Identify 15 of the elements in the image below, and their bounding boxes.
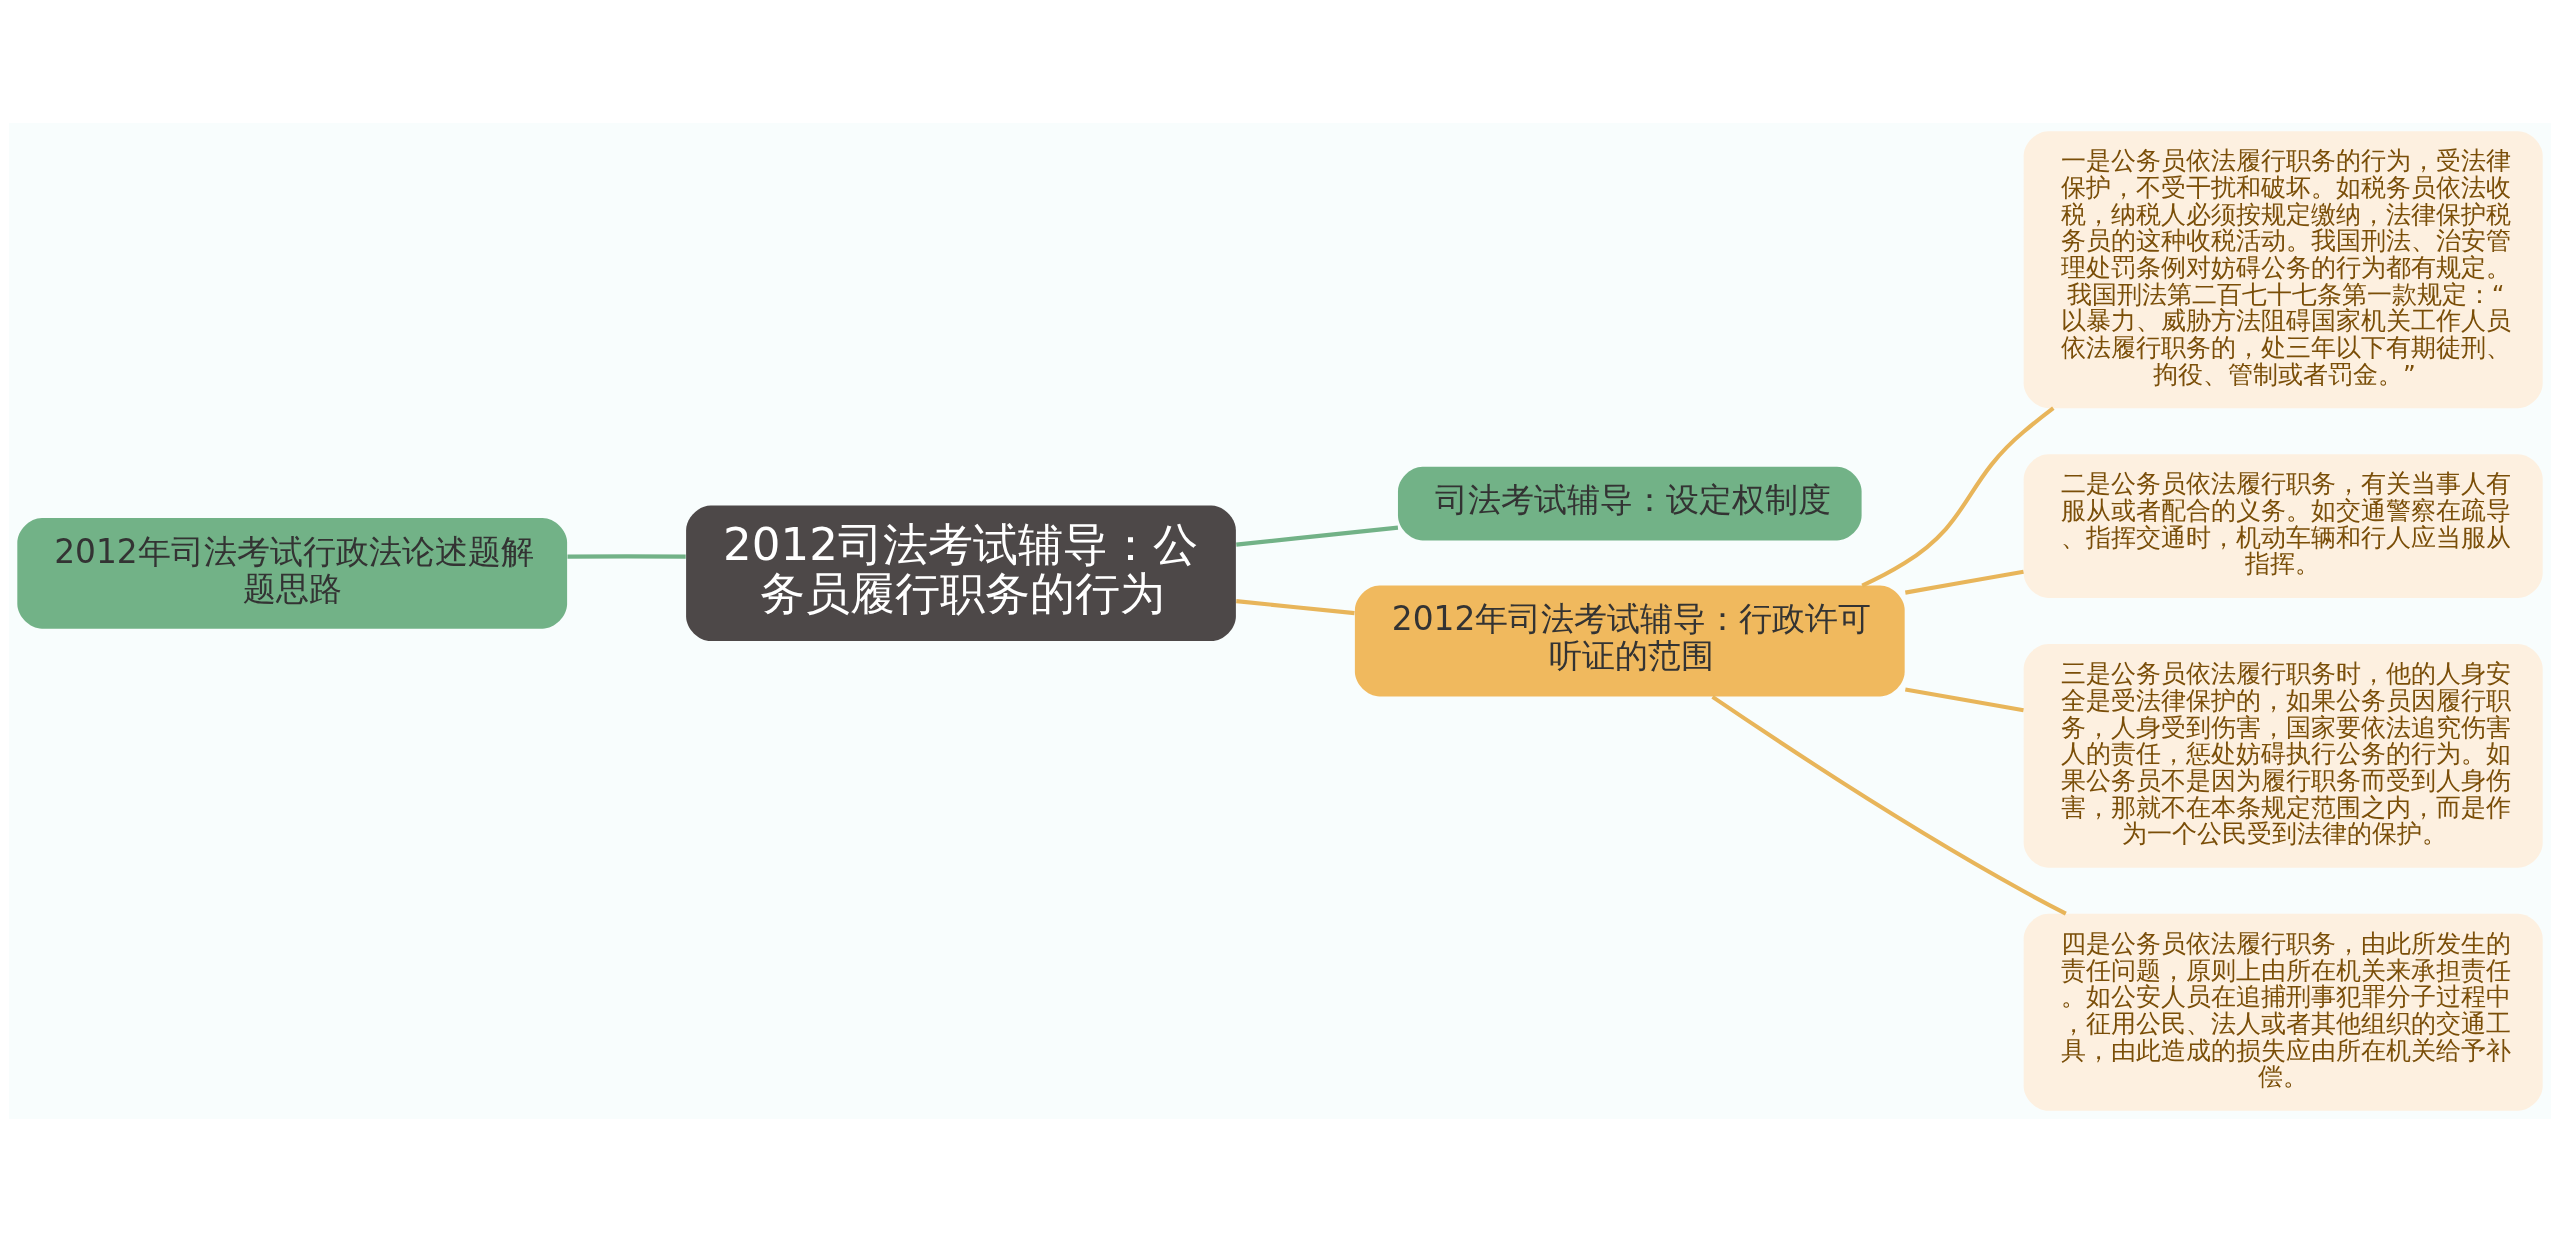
- connector: [1904, 686, 2024, 712]
- connector: [567, 553, 686, 559]
- node-box: 2012年司法考试行政法论述题解题思路: [17, 517, 568, 629]
- node-box: 四是公务员依法履行职务，由此所发生的责任问题，原则上由所在机关来承担责任。如公安人员在追捕刑事犯罪分子过程中，征用公民、法人或者其他组织的交通工具，由此造成的损失应由所在机关给予补偿。: [2023, 913, 2543, 1111]
- connector: [1904, 569, 2024, 595]
- node-box: 三是公务员依法履行职务时，他的人身安全是受法律保护的，如果公务员因履行职务，人身受到伤害，国家要依法追究伤害人的责任，惩处妨碍执行公务的行为。如果公务员不是因为履行职务而受到人身伤害，那就不在本条规定范围之内，而是作为一个公民受到法律的保护。: [2023, 643, 2543, 868]
- connector: [1861, 406, 2055, 587]
- connector: [1236, 525, 1399, 547]
- connector: [1711, 694, 2067, 915]
- node-box: 2012司法考试辅导：公务员履行职务的行为: [686, 505, 1236, 641]
- connector: [1236, 598, 1355, 615]
- node-box: 司法考试辅导：设定权制度: [1397, 466, 1862, 540]
- node-box: 2012年司法考试辅导：行政许可听证的范围: [1354, 585, 1905, 696]
- node-box: 一是公务员依法履行职务的行为，受法律保护，不受干扰和破坏。如税务员依法收税，纳税人必须按规定缴纳，法律保护税务员的这种收税活动。我国刑法、治安管理处罚条例对妨碍公务的行为都有规定。我国刑法第二百七十七条第一款规定：“以暴力、威胁方法阻碍国家机关工作人员依法履行职务的，处三年以下有期徒刑、拘役、管制或者罚金。”: [2023, 130, 2543, 408]
- node-box: 二是公务员依法履行职务，有关当事人有服从或者配合的义务。如交通警察在疏导、指挥交通时，机动车辆和行人应当服从指挥。: [2023, 453, 2543, 598]
